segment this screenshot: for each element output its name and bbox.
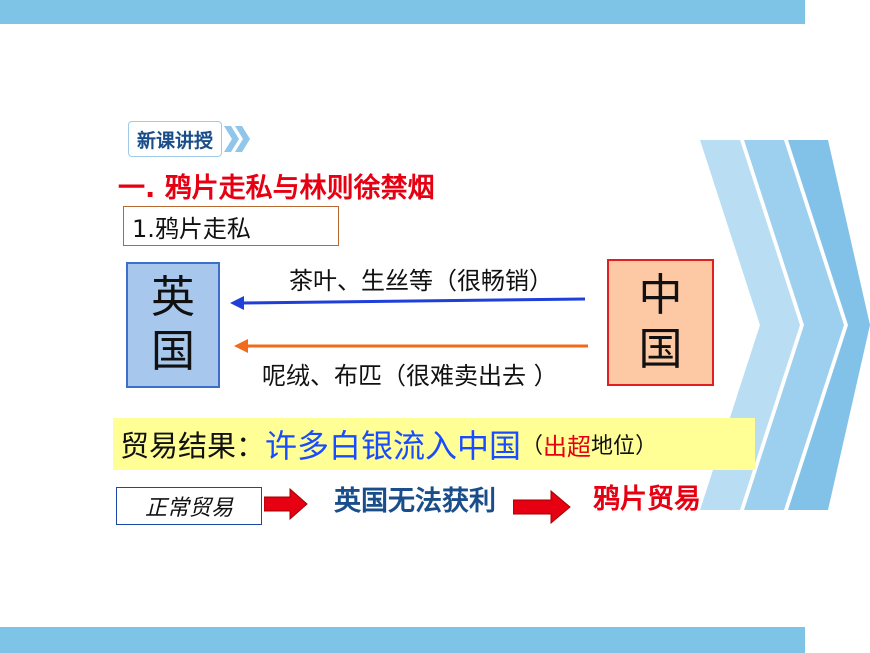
tea-silk-label: 茶叶、生丝等（很畅销） xyxy=(289,267,553,295)
britain-box: 英 国 xyxy=(126,262,220,388)
result-label: 贸易结果： xyxy=(120,429,266,463)
result-value: 许多白银流入中国 xyxy=(265,427,522,465)
section-tag-label: 新课讲授 xyxy=(128,121,223,157)
red-arrow-right-icon xyxy=(513,490,571,524)
blue-arrow-left-icon xyxy=(230,296,586,310)
red-arrow-right-icon xyxy=(264,488,308,520)
double-chevron-right-icon xyxy=(224,126,251,152)
top-band xyxy=(0,0,805,24)
status-text: 地位 xyxy=(591,434,636,459)
britain-no-profit-text: 英国无法获利 xyxy=(334,486,496,517)
result-paren-close: ） xyxy=(635,434,658,459)
china-char-1: 中 xyxy=(638,269,683,321)
subsection-title: 1.鸦片走私 xyxy=(123,206,339,246)
britain-char-2: 国 xyxy=(151,326,195,377)
trade-arrows xyxy=(230,296,588,353)
result-paren-open: （ xyxy=(521,434,544,459)
china-box: 中 国 xyxy=(607,259,714,386)
section-tag: 新课讲授 xyxy=(128,121,252,157)
surplus-text: 出超 xyxy=(543,432,592,461)
trade-result-banner: 贸易结果： 许多白银流入中国 （ 出超 地位 ） xyxy=(113,418,755,470)
bottom-band xyxy=(0,627,805,653)
britain-char-1: 英 xyxy=(151,272,195,323)
opium-trade-text: 鸦片贸易 xyxy=(593,484,701,515)
page-title: 一. 鸦片走私与林则徐禁烟 xyxy=(118,173,435,204)
orange-arrow-left-icon xyxy=(234,339,588,353)
normal-trade-box: 正常贸易 xyxy=(116,487,262,525)
woolen-cloth-label: 呢绒、布匹（很难卖出去 ） xyxy=(262,362,558,390)
china-char-2: 国 xyxy=(638,323,683,375)
